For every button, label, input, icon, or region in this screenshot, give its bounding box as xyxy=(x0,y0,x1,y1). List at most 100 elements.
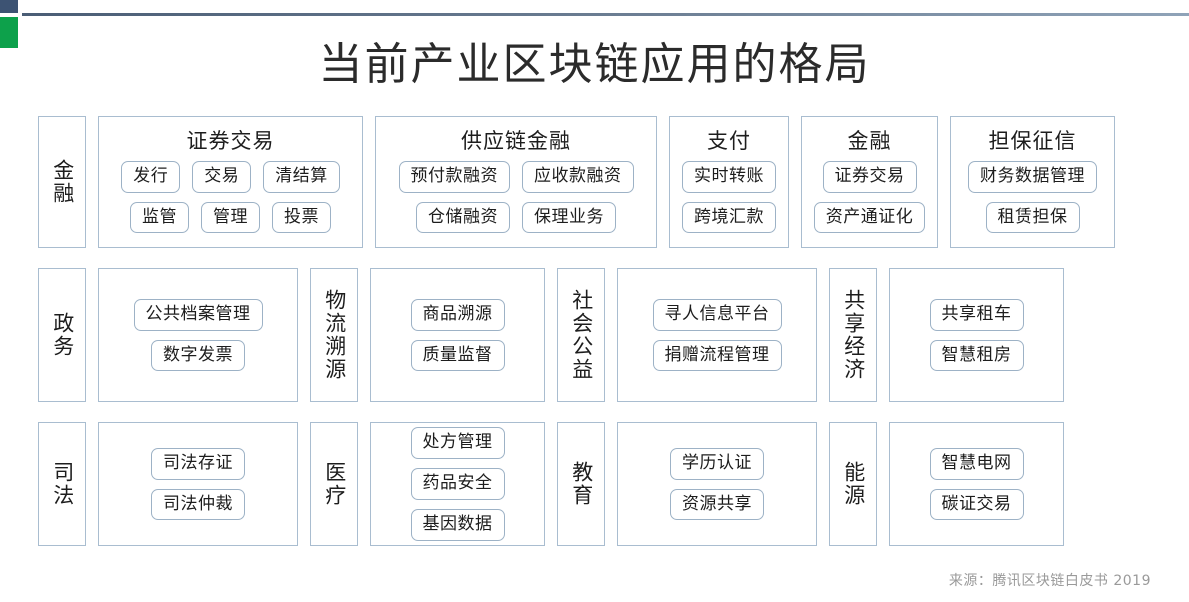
category-label-logistics-traceability: 物流溯源 xyxy=(310,268,358,402)
pill-row: 处方管理 xyxy=(381,427,534,460)
pill-item[interactable]: 共享租车 xyxy=(929,298,1024,331)
pill-row: 司法仲裁 xyxy=(109,488,287,521)
pill-row: 共享租车 xyxy=(900,298,1053,331)
group-title: 证券交易 xyxy=(186,128,275,153)
category-label-text: 金融 xyxy=(50,159,75,205)
pill-item[interactable]: 交易 xyxy=(192,160,252,193)
group-education: 学历认证 资源共享 xyxy=(617,422,817,546)
group-government-affairs: 公共档案管理 数字发票 xyxy=(98,268,298,402)
pill-row: 捐赠流程管理 xyxy=(628,339,806,372)
pill-item[interactable]: 应收款融资 xyxy=(522,160,634,193)
pill-item[interactable]: 监管 xyxy=(130,201,189,234)
group-sharing-economy: 共享租车 智慧租房 xyxy=(889,268,1064,402)
group-title: 担保征信 xyxy=(988,128,1077,153)
pill-item[interactable]: 药品安全 xyxy=(410,468,505,500)
category-label-government: 政务 xyxy=(38,268,86,402)
pill-row: 预付款融资 应收款融资 xyxy=(386,160,646,193)
group-title: 金融 xyxy=(847,128,892,153)
pill-item[interactable]: 租赁担保 xyxy=(985,201,1080,234)
pill-item[interactable]: 资产通证化 xyxy=(813,201,926,234)
pill-item[interactable]: 寻人信息平台 xyxy=(652,298,782,331)
category-label-text: 共享经济 xyxy=(841,289,866,381)
decoration-blue-square xyxy=(0,0,18,13)
matrix-row: 金融 证券交易 发行 交易 清结算 监管 管理 投票 供应链金融 xyxy=(38,116,1151,248)
pill-item[interactable]: 学历认证 xyxy=(670,447,764,480)
pill-row: 资源共享 xyxy=(628,488,806,521)
group-securities-trading: 证券交易 发行 交易 清结算 监管 管理 投票 xyxy=(98,116,363,248)
pill-row: 药品安全 xyxy=(381,468,534,500)
pill-item[interactable]: 商品溯源 xyxy=(410,298,505,331)
group-payment: 支付 实时转账 跨境汇款 xyxy=(669,116,789,248)
category-label-text: 政务 xyxy=(50,312,75,358)
pill-item[interactable]: 处方管理 xyxy=(410,427,505,460)
source-note: 来源：腾讯区块链白皮书 2019 xyxy=(948,573,1151,589)
pill-row: 财务数据管理 xyxy=(961,160,1104,193)
category-label-education: 教育 xyxy=(557,422,605,546)
pill-row: 质量监督 xyxy=(381,339,534,372)
group-judicial: 司法存证 司法仲裁 xyxy=(98,422,298,546)
group-title: 供应链金融 xyxy=(461,128,571,153)
pill-item[interactable]: 发行 xyxy=(121,160,181,193)
pill-item[interactable]: 资源共享 xyxy=(670,488,764,521)
page-title: 当前产业区块链应用的格局 xyxy=(318,39,871,90)
pill-row: 学历认证 xyxy=(628,447,806,480)
pill-row: 寻人信息平台 xyxy=(628,298,806,331)
pill-item[interactable]: 数字发票 xyxy=(151,339,245,372)
category-label-medical: 医疗 xyxy=(310,422,358,546)
pill-row: 基因数据 xyxy=(381,508,534,541)
pill-row: 商品溯源 xyxy=(381,298,534,331)
pill-row: 证券交易 xyxy=(812,160,927,193)
pill-row: 司法存证 xyxy=(109,447,287,480)
pill-row: 跨境汇款 xyxy=(680,201,778,234)
pill-item[interactable]: 碳证交易 xyxy=(929,488,1024,521)
pill-item[interactable]: 捐赠流程管理 xyxy=(652,339,782,372)
category-label-energy: 能源 xyxy=(829,422,877,546)
group-title: 支付 xyxy=(707,128,751,153)
pill-row: 资产通证化 xyxy=(812,201,927,234)
group-logistics-traceability: 商品溯源 质量监督 xyxy=(370,268,545,402)
pill-item[interactable]: 财务数据管理 xyxy=(968,160,1097,193)
pill-item[interactable]: 管理 xyxy=(201,201,260,234)
matrix-row: 司法 司法存证 司法仲裁 医疗 处方管理 药品安全 xyxy=(38,422,1151,546)
category-label-social-welfare: 社会公益 xyxy=(557,268,605,402)
pill-row: 发行 交易 清结算 xyxy=(109,160,352,193)
pill-item[interactable]: 投票 xyxy=(272,201,331,234)
pill-item[interactable]: 证券交易 xyxy=(822,160,917,193)
pill-item[interactable]: 清结算 xyxy=(263,160,340,193)
group-guarantee-credit: 担保征信 财务数据管理 租赁担保 xyxy=(950,116,1115,248)
category-label-finance: 金融 xyxy=(38,116,86,248)
pill-item[interactable]: 预付款融资 xyxy=(398,160,510,193)
group-social-welfare: 寻人信息平台 捐赠流程管理 xyxy=(617,268,817,402)
category-label-text: 医疗 xyxy=(322,461,347,507)
pill-item[interactable]: 保理业务 xyxy=(522,201,616,234)
pill-row: 公共档案管理 xyxy=(109,298,287,331)
pill-item[interactable]: 公共档案管理 xyxy=(133,298,263,331)
industry-application-matrix: 金融 证券交易 发行 交易 清结算 监管 管理 投票 供应链金融 xyxy=(38,116,1151,566)
pill-row: 数字发票 xyxy=(109,339,287,372)
pill-item[interactable]: 跨境汇款 xyxy=(682,201,776,234)
pill-item[interactable]: 质量监督 xyxy=(410,339,505,372)
pill-row: 智慧电网 xyxy=(900,447,1053,480)
group-energy: 智慧电网 碳证交易 xyxy=(889,422,1064,546)
category-label-judicial: 司法 xyxy=(38,422,86,546)
decoration-green-square xyxy=(0,17,18,48)
category-label-text: 能源 xyxy=(841,461,866,507)
pill-item[interactable]: 实时转账 xyxy=(682,160,776,193)
matrix-row: 政务 公共档案管理 数字发票 物流溯源 商品溯源 质量监督 xyxy=(38,268,1151,402)
pill-item[interactable]: 基因数据 xyxy=(410,508,505,541)
pill-row: 智慧租房 xyxy=(900,339,1053,372)
pill-item[interactable]: 司法存证 xyxy=(151,447,245,480)
pill-item[interactable]: 司法仲裁 xyxy=(151,488,245,521)
header-divider-rule xyxy=(22,13,1189,16)
group-supply-chain-finance: 供应链金融 预付款融资 应收款融资 仓储融资 保理业务 xyxy=(375,116,657,248)
pill-row: 监管 管理 投票 xyxy=(109,201,352,234)
pill-row: 租赁担保 xyxy=(961,201,1104,234)
category-label-text: 社会公益 xyxy=(569,289,594,381)
pill-item[interactable]: 智慧租房 xyxy=(929,339,1024,372)
group-finance: 金融 证券交易 资产通证化 xyxy=(801,116,938,248)
pill-item[interactable]: 仓储融资 xyxy=(416,201,510,234)
pill-item[interactable]: 智慧电网 xyxy=(929,447,1024,480)
category-label-text: 司法 xyxy=(50,461,75,507)
category-label-sharing-economy: 共享经济 xyxy=(829,268,877,402)
category-label-text: 物流溯源 xyxy=(322,289,347,381)
